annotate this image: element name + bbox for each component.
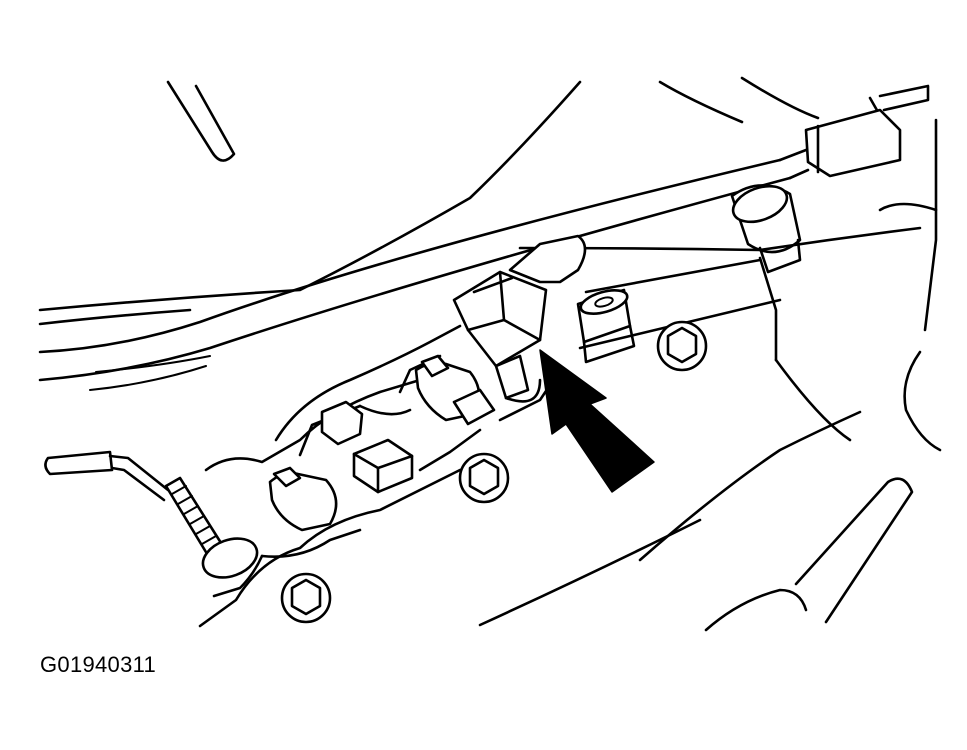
upper-right-cylinder: [730, 184, 802, 274]
upper-housing: [38, 76, 938, 332]
connector-nut-left: [268, 466, 338, 532]
figure-code: G01940311: [40, 652, 157, 677]
standoff-post: [576, 288, 636, 364]
upper-left-rod: [166, 80, 236, 162]
upper-right-connector: [778, 84, 930, 180]
hex-bolt-large: [352, 438, 414, 494]
bolt-head-center: [458, 452, 510, 504]
right-housing: [478, 226, 942, 627]
callout-arrow: [539, 349, 655, 493]
bolt-head-right: [656, 320, 708, 372]
sensor-connector: [452, 234, 587, 403]
connector-nut-center: [414, 354, 496, 426]
lower-right-rod: [704, 477, 914, 632]
bolt-head-lower: [280, 572, 332, 624]
threaded-stud: [164, 476, 259, 579]
sensor-bracket: [198, 324, 562, 628]
left-cable: [44, 450, 170, 502]
wiring-harness: [38, 158, 792, 391]
hex-bolt-upper: [320, 400, 364, 446]
